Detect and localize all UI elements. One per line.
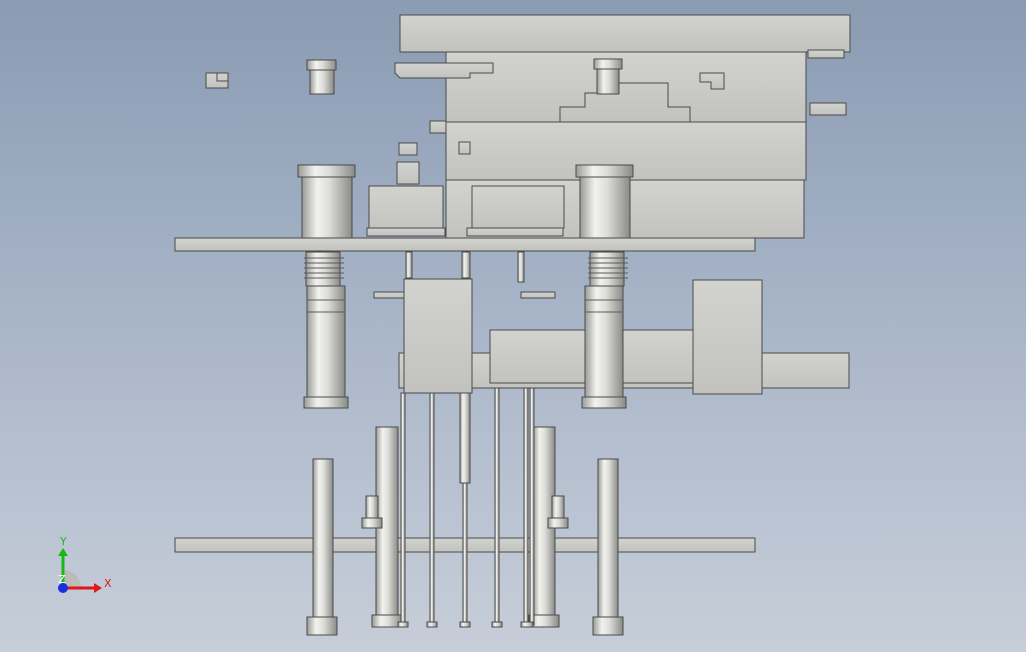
small-plate-right [520,291,556,299]
guide-pin-right-foot [581,396,627,409]
floating-insert-right[interactable] [699,72,725,90]
support-pillar-1-foot [306,616,338,636]
x-axis-arrow [94,583,102,593]
fitting-lower[interactable] [809,102,847,116]
cavity-plate[interactable] [445,51,807,123]
z-axis-dot [58,583,68,593]
lifter-block[interactable] [692,279,763,395]
z-axis-label: Z [58,573,66,586]
side-ledge [394,62,494,79]
triad-xy-plane [63,570,81,588]
guide-bushing-left[interactable] [301,166,353,239]
spring-right[interactable] [589,251,625,287]
ejector-pin-1[interactable] [400,392,406,626]
screw-right-head [547,517,569,529]
ejector-pin-4[interactable] [494,387,500,626]
ejector-pin-6[interactable] [529,387,535,626]
screw-left-head [361,517,383,529]
y-axis-arrow [58,548,68,556]
x-axis-label: X [104,577,112,590]
ejector-pin-5[interactable] [523,387,529,626]
ejector-pin-head-4 [491,621,503,628]
ejector-pin-2[interactable] [429,392,435,626]
top-pin-left-head [306,59,337,71]
top-clamp-plate[interactable] [399,14,851,53]
slider-bolt [396,161,420,185]
y-axis-label: Y [59,535,67,548]
guide-bushing-right-head [575,164,634,178]
top-pin-center-head [593,58,623,70]
spring-coils [304,257,628,313]
slider-right[interactable] [471,185,565,229]
support-pillar-4-foot [592,616,624,636]
spring-left[interactable] [305,251,341,287]
slider-bolt-head [398,142,418,156]
axis-triad: X Y Z [58,535,112,593]
ejector-pin-heads [397,621,409,628]
center-block[interactable] [403,278,473,394]
sprue-pin[interactable] [459,392,471,484]
return-pin-b[interactable] [461,251,471,279]
support-pillar-4[interactable] [597,458,619,635]
guide-bushing-right[interactable] [579,166,631,239]
small-window [458,141,471,155]
floating-insert-left[interactable] [205,72,229,89]
ejector-pin-head-5 [520,621,534,628]
ejector-pin-head-2 [426,621,438,628]
guide-pin-left-foot [303,396,349,409]
slider-left[interactable] [368,185,444,233]
side-block[interactable] [429,120,447,134]
ejector-retainer-plate[interactable] [174,237,756,252]
return-pin-a[interactable] [405,251,413,279]
small-plate-left [373,291,405,299]
guide-bushing-left-head [297,164,356,178]
slider-left-base [366,227,446,237]
ejector-pin-head-3 [459,621,471,628]
fitting-upper[interactable] [807,49,845,59]
slider-right-base [466,227,564,237]
guide-pin-left[interactable] [306,285,346,405]
support-pillar-1[interactable] [312,458,334,635]
support-pillar-3-foot [528,614,560,628]
return-pin-c[interactable] [517,251,525,283]
guide-pin-right[interactable] [584,285,624,405]
